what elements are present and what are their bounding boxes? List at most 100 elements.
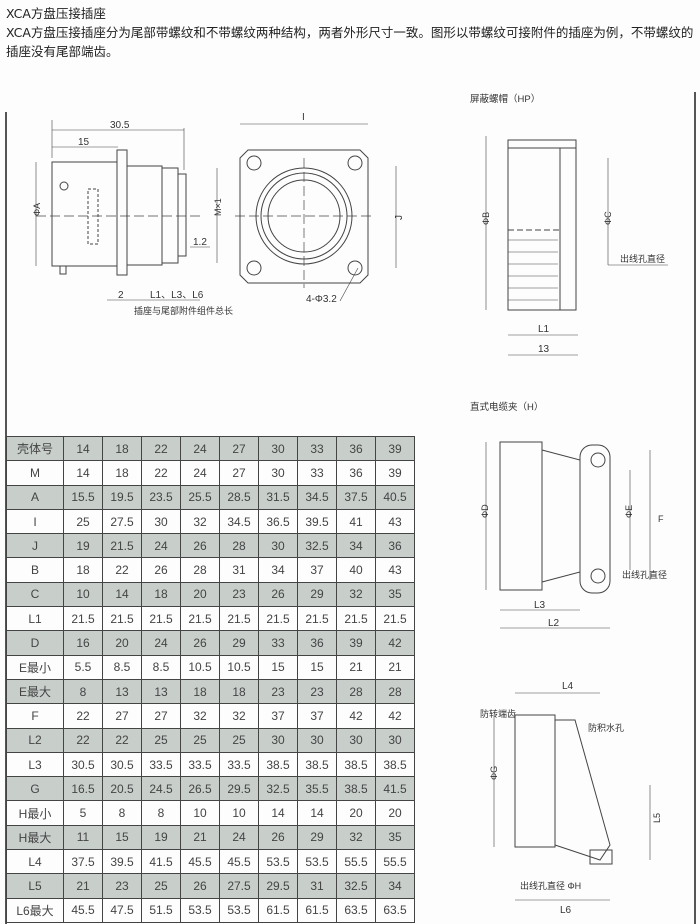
table-cell: 21.5 <box>336 606 376 632</box>
table-cell: 21 <box>336 654 376 680</box>
table-cell: 19 <box>141 824 181 851</box>
table-cell: 23 <box>102 873 142 899</box>
w-l4: L4 <box>562 681 574 692</box>
dim-mx1: M×1 <box>213 198 223 216</box>
table-cell: 36 <box>297 630 337 656</box>
table-cell: 23.5 <box>141 484 181 510</box>
h-drawing: ΦD ΦE F 出线孔直径 L3 L2 <box>480 441 667 629</box>
h-hole: 出线孔直径 <box>622 569 667 580</box>
w-hole: 出线孔直径 ΦH <box>520 880 581 891</box>
table-cell: 32 <box>180 703 220 729</box>
hp-phi-b: ΦB <box>481 212 491 225</box>
table-cell: 39 <box>375 460 415 486</box>
table-cell: 63.5 <box>336 897 376 923</box>
table-cell: 8 <box>141 800 181 826</box>
table-cell: 32.5 <box>336 873 376 899</box>
w-drain-hole: 防积水孔 <box>588 722 624 733</box>
table-cell: 27 <box>102 703 142 729</box>
hp-13: 13 <box>538 344 550 355</box>
table-cell: 27 <box>219 435 259 462</box>
dim-holes: 4-Φ3.2 <box>306 294 337 305</box>
table-cell: 19 <box>63 533 103 559</box>
table-cell: 37.5 <box>336 484 376 510</box>
table-cell: 35 <box>375 824 415 851</box>
table-cell: 21.5 <box>219 606 259 632</box>
table-cell: 37 <box>297 557 337 583</box>
table-cell: 23 <box>258 678 298 705</box>
w-anti-rotation: 防转端齿 <box>480 708 516 719</box>
table-cell: 28 <box>375 678 415 705</box>
table-cell: 22 <box>63 727 103 753</box>
w-drawing: L4 防转端齿 防积水孔 ΦG L5 出线孔直径 ΦH L6 <box>480 681 662 916</box>
table-cell: 20 <box>375 800 415 826</box>
table-cell: 21.5 <box>141 606 181 632</box>
table-cell: 41.5 <box>141 849 181 875</box>
table-cell: 33.5 <box>180 751 220 778</box>
table-cell: 30.5 <box>63 751 103 778</box>
table-cell: 55.5 <box>375 849 415 875</box>
table-cell: 39 <box>336 630 376 656</box>
h-phi-e: ΦE <box>624 505 634 518</box>
table-cell: 18 <box>63 557 103 583</box>
left-border <box>5 112 7 924</box>
row-header: H最小 <box>6 800 64 826</box>
table-cell: 15.5 <box>63 484 103 510</box>
table-cell: 45.5 <box>180 849 220 875</box>
table-cell: 47.5 <box>102 897 142 923</box>
table-cell: 30.5 <box>102 751 142 778</box>
row-header: 壳体号 <box>6 435 64 462</box>
table-cell: 30 <box>258 460 298 486</box>
w-phi-g: ΦG <box>489 766 499 780</box>
table-cell: 26 <box>141 557 181 583</box>
table-cell: 30 <box>258 727 298 753</box>
table-cell: 13 <box>102 678 142 705</box>
table-cell: 51.5 <box>141 897 181 923</box>
table-cell: 8 <box>102 800 142 826</box>
table-cell: 55.5 <box>336 849 376 875</box>
table-cell: 53.5 <box>219 897 259 923</box>
table-cell: 16 <box>63 630 103 656</box>
table-cell: 40 <box>336 557 376 583</box>
row-header: L6最大 <box>6 897 64 923</box>
table-cell: 33.5 <box>219 751 259 778</box>
drawing-caption: 插座与尾部附件组件总长 <box>134 305 233 316</box>
table-cell: 42 <box>375 703 415 729</box>
hp-title: 屏蔽螺帽（HP） <box>470 93 540 105</box>
table-cell: 22 <box>141 460 181 486</box>
table-cell: 28.5 <box>219 484 259 510</box>
table-cell: 61.5 <box>258 897 298 923</box>
table-cell: 32 <box>219 703 259 729</box>
table-cell: 26.5 <box>180 776 220 802</box>
table-cell: 43 <box>375 557 415 583</box>
table-cell: 31 <box>297 873 337 899</box>
table-cell: 39.5 <box>102 849 142 875</box>
table-cell: 63.5 <box>375 897 415 923</box>
dim-l: L1、L3、L6 <box>150 290 204 301</box>
table-cell: 31 <box>219 557 259 583</box>
table-cell: 21 <box>180 824 220 851</box>
table-cell: 37 <box>258 703 298 729</box>
section-title: XCA方盘压接插座 <box>6 6 106 21</box>
table-cell: 33 <box>297 460 337 486</box>
table-cell: 42 <box>336 703 376 729</box>
table-cell: 14 <box>63 460 103 486</box>
dim-j: J <box>394 215 405 220</box>
row-header: G <box>6 776 64 802</box>
table-cell: 18 <box>180 678 220 705</box>
row-header: L5 <box>6 873 64 899</box>
table-cell: 37 <box>297 703 337 729</box>
table-cell: 16.5 <box>63 776 103 802</box>
row-header: I <box>6 508 64 535</box>
table-cell: 39 <box>375 435 415 462</box>
table-cell: 10 <box>180 800 220 826</box>
table-cell: 10.5 <box>180 654 220 680</box>
table-cell: 5 <box>63 800 103 826</box>
table-cell: 20 <box>102 630 142 656</box>
table-cell: 8 <box>63 678 103 705</box>
